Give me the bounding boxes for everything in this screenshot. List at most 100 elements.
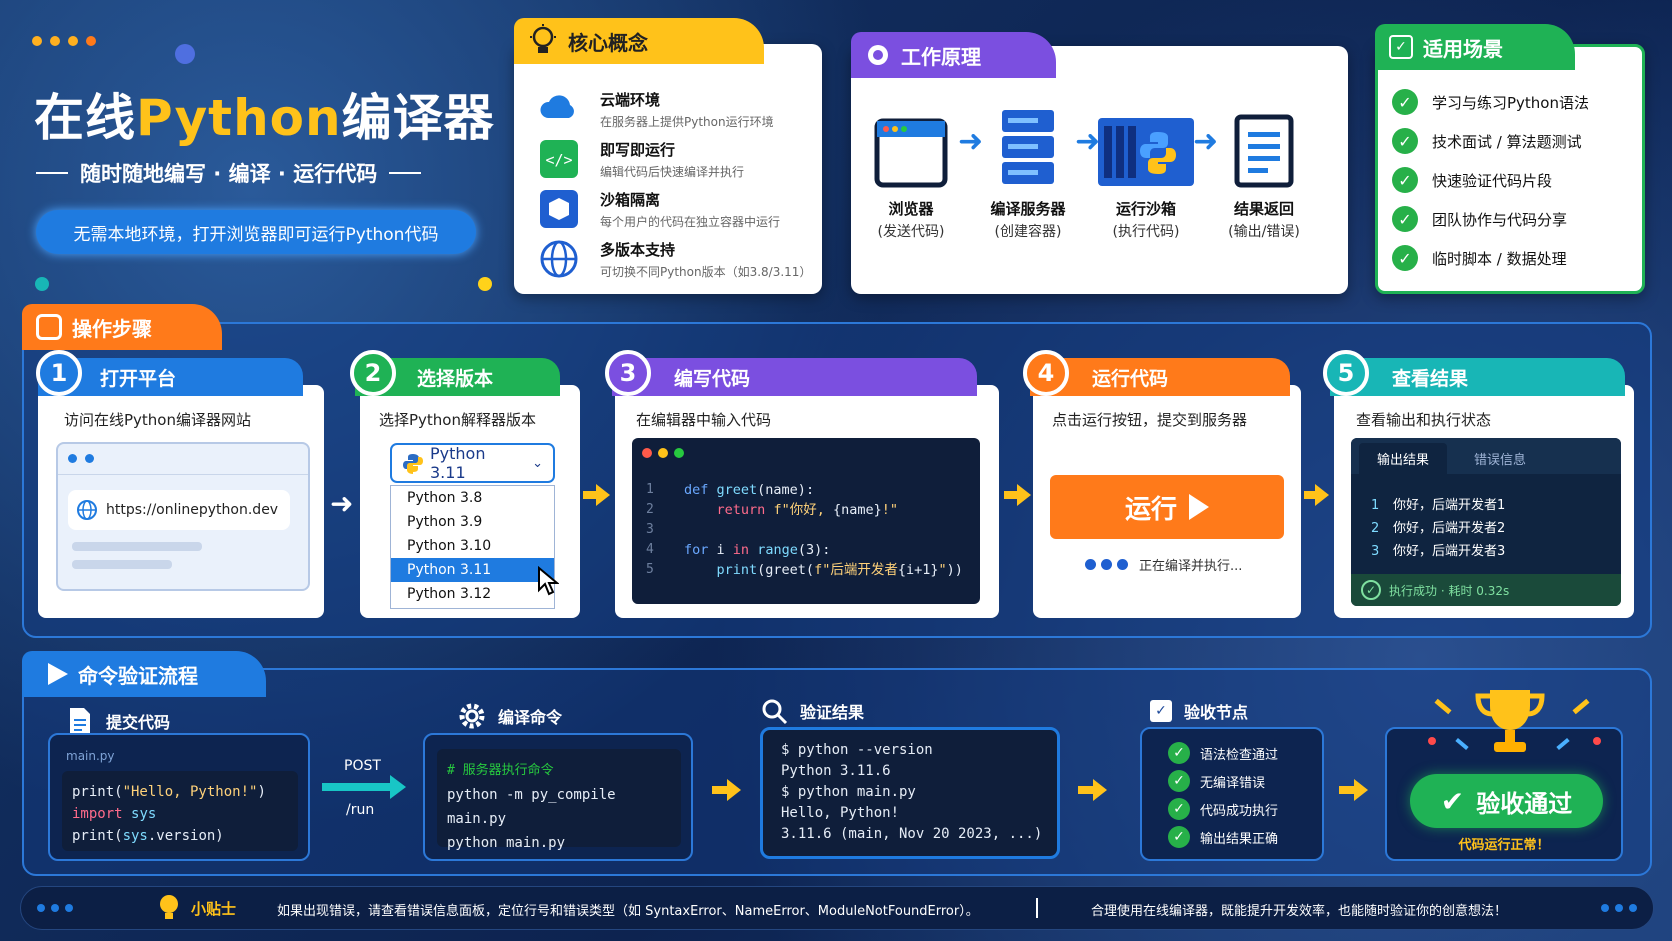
- check-icon: ✔: [1440, 784, 1465, 818]
- step1-number: 1: [36, 350, 82, 396]
- scene-label: 团队协作与代码分享: [1432, 210, 1568, 229]
- principle-step: 结果返回(输出/错误): [1209, 104, 1319, 241]
- principle-step: 运行沙箱(执行代码): [1091, 104, 1201, 241]
- result-line: $ python --version: [781, 742, 933, 758]
- scene-label: 学习与练习Python语法: [1432, 93, 1589, 112]
- concept-title: 即写即运行: [600, 140, 676, 159]
- principle-sub: (输出/错误): [1228, 224, 1300, 240]
- browser-icon: [856, 104, 966, 188]
- version-option[interactable]: Python 3.11: [391, 558, 554, 582]
- scene-item: ✓ 学习与练习Python语法: [1392, 87, 1589, 117]
- arrow-right-icon: [1315, 484, 1329, 506]
- arrow-right-icon: ➜: [958, 124, 984, 159]
- decor-orb: [175, 44, 195, 64]
- concepts-tab: 核心概念: [514, 18, 764, 64]
- submit-panel: main.py print("Hello, Python!") import s…: [48, 733, 310, 861]
- result-line: Python 3.11.6: [781, 763, 891, 779]
- url-bar[interactable]: https://onlinepython.dev: [68, 490, 290, 530]
- arrow-right-icon: [1354, 779, 1368, 801]
- nodes-header: ✓ 验收节点: [1150, 699, 1248, 723]
- tab-output[interactable]: 输出结果: [1359, 443, 1447, 474]
- node-item: ✓无编译错误: [1168, 767, 1278, 795]
- concept-desc: 在服务器上提供Python运行环境: [600, 114, 774, 129]
- version-select[interactable]: Python 3.11 ⌄: [390, 443, 555, 483]
- steps-tab: 操作步骤: [22, 304, 222, 350]
- principle-name: 浏览器: [888, 200, 934, 218]
- run-status: 正在编译并执行...: [1085, 555, 1242, 574]
- tip-divider: [1036, 898, 1038, 918]
- result-header: 验证结果: [760, 697, 864, 725]
- trophy-icon: [1472, 686, 1548, 764]
- page-title: 在线Python编译器: [34, 89, 495, 147]
- svg-text:</>: </>: [545, 151, 572, 169]
- concepts-card: 云端环境在服务器上提供Python运行环境</>即写即运行编辑代码后快速编译并执…: [514, 44, 822, 294]
- line-number: 5: [646, 562, 654, 577]
- result-line: $ python main.py: [781, 784, 916, 800]
- server-icon: [973, 104, 1083, 188]
- check-circle-icon: ✓: [1392, 128, 1418, 154]
- scene-label: 快速验证代码片段: [1432, 171, 1553, 190]
- submit-header: 提交代码: [68, 706, 170, 736]
- nodes-panel: ✓语法检查通过✓无编译错误✓代码成功执行✓输出结果正确: [1140, 727, 1324, 861]
- principle-step: 编译服务器(创建容器): [973, 104, 1083, 241]
- document-icon: [1209, 104, 1319, 188]
- tip-text2: 合理使用在线编译器，既能提升开发效率，也能随时验证你的创意想法！: [1091, 904, 1508, 919]
- version-selected: Python 3.11: [430, 444, 486, 482]
- filename: main.py: [66, 749, 115, 763]
- scene-item: ✓ 快速验证代码片段: [1392, 165, 1552, 195]
- scene-item: ✓临时脚本 / 数据处理: [1392, 243, 1567, 273]
- check-circle-icon: ✓: [1392, 89, 1418, 115]
- gear-icon: [458, 702, 486, 730]
- arrow-connector: [1078, 786, 1094, 794]
- arrow-connector: [712, 786, 728, 794]
- arrow-connector: [1339, 786, 1355, 794]
- run-button[interactable]: 运行: [1050, 475, 1284, 539]
- decor-dot: [35, 277, 49, 291]
- play-icon: [1189, 494, 1209, 520]
- line-number: 4: [646, 542, 654, 557]
- check-circle-icon: ✓: [1168, 798, 1190, 820]
- lightbulb-icon: [528, 24, 558, 58]
- verify-tab: 命令验证流程: [22, 651, 266, 697]
- version-option[interactable]: Python 3.9: [407, 514, 483, 530]
- check-circle-icon: ✓: [1361, 580, 1381, 600]
- arrow-connector: [1004, 491, 1018, 499]
- node-item: ✓输出结果正确: [1168, 823, 1278, 851]
- tab-errors[interactable]: 错误信息: [1473, 453, 1526, 468]
- concept-title: 沙箱隔离: [600, 190, 661, 209]
- arrow-right-icon: ➜: [330, 487, 354, 520]
- chevron-down-icon: ⌄: [532, 455, 543, 471]
- concept-title: 多版本支持: [600, 240, 676, 259]
- sandbox-icon: [1091, 104, 1201, 188]
- scene-item: ✓技术面试 / 算法题测试: [1392, 126, 1582, 156]
- file-icon: [68, 706, 92, 736]
- tip-label: 小贴士: [157, 893, 236, 923]
- url-text: https://onlinepython.dev: [106, 502, 279, 518]
- version-option[interactable]: Python 3.10: [407, 538, 492, 554]
- scenes-card: ✓学习与练习Python语法✓技术面试 / 算法题测试✓快速验证代码片段✓团队协…: [1375, 44, 1645, 294]
- box-icon: [538, 188, 580, 230]
- principle-name: 运行沙箱: [1115, 200, 1176, 218]
- check-circle-icon: ✓: [1392, 167, 1418, 193]
- concept-title: 云端环境: [600, 90, 661, 109]
- concept-item: </>即写即运行编辑代码后快速编译并执行: [538, 136, 818, 182]
- arrow-right-icon: [1017, 484, 1031, 506]
- version-option[interactable]: Python 3.12: [407, 586, 492, 602]
- node-item: ✓代码成功执行: [1168, 795, 1278, 823]
- step3-tab: 编写代码: [612, 358, 977, 396]
- page-subtitle: 随时随地编写 · 编译 · 运行代码: [36, 158, 471, 188]
- code-icon: </>: [538, 138, 580, 180]
- check-circle-icon: ✓: [1392, 206, 1418, 232]
- result-panel: $ python --version Python 3.11.6 $ pytho…: [760, 727, 1060, 859]
- globe-icon: [538, 238, 580, 280]
- check-circle-icon: ✓: [1168, 826, 1190, 848]
- version-option[interactable]: Python 3.8: [407, 490, 483, 506]
- compile-header: 编译命令: [458, 702, 562, 730]
- step5-number: 5: [1323, 350, 1369, 396]
- post-method: POST: [344, 758, 381, 774]
- step5-desc: 查看输出和执行状态: [1356, 411, 1492, 429]
- result-line: Hello, Python!: [781, 805, 900, 821]
